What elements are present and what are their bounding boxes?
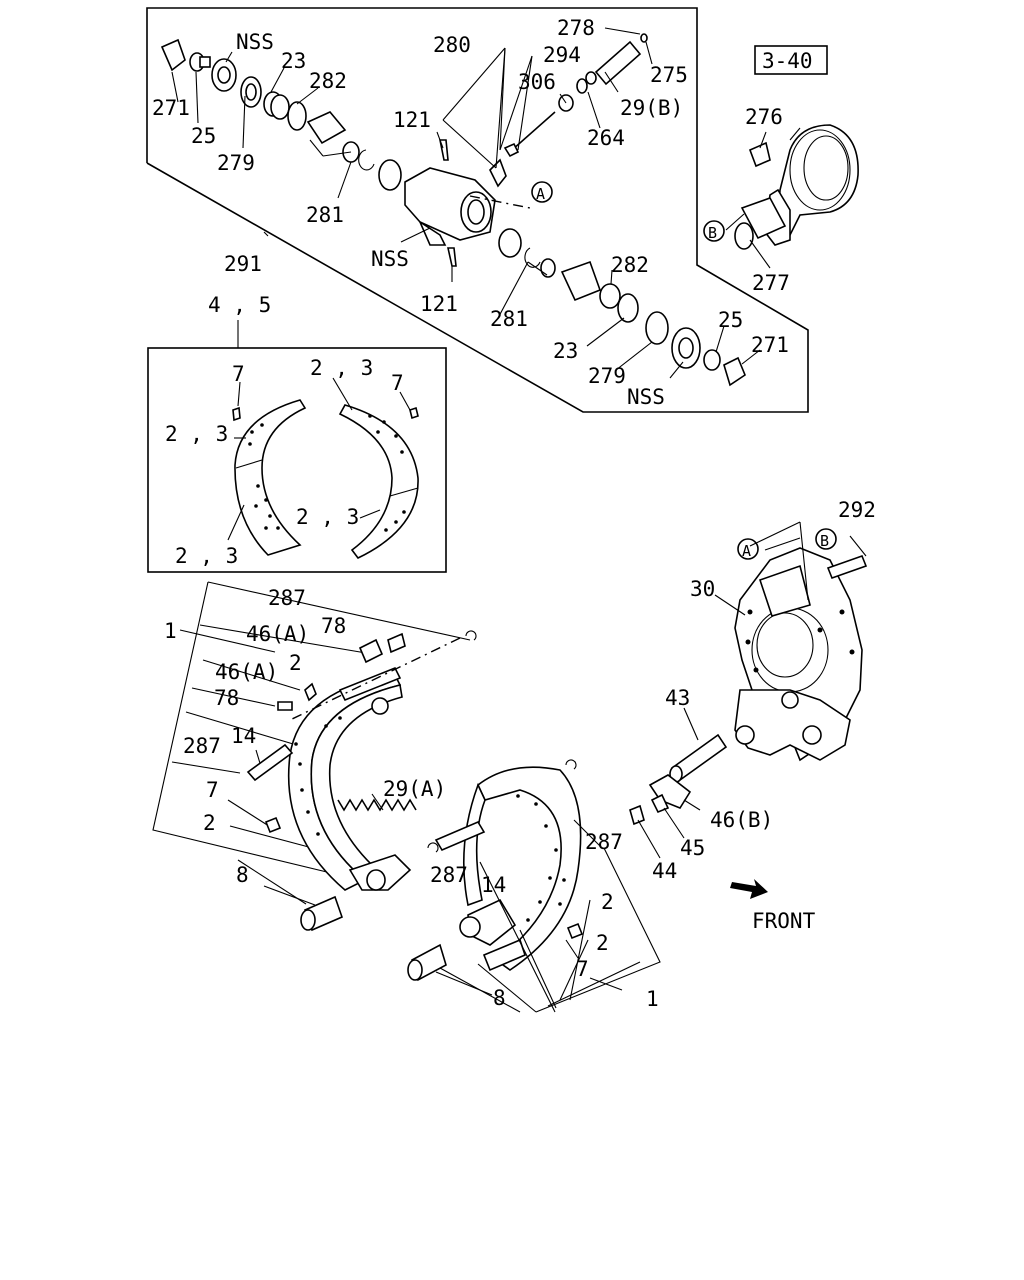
callout-30: 30 (690, 577, 715, 601)
callout-291: 291 (224, 252, 262, 276)
wheel-cylinder-group: A 271 25 NSS 23 282 279 281 NSS 121 121 … (146, 7, 809, 413)
callout-279-b: 279 (588, 364, 626, 388)
leader-lines-top (171, 27, 761, 379)
callout-14-b: 14 (481, 873, 506, 897)
front-direction-indicator: FRONT (730, 879, 816, 933)
ref-marker-a-top: A (531, 181, 553, 203)
callout-14-a: 14 (231, 724, 256, 748)
ref-marker-b-bottom: B (820, 532, 829, 550)
callout-45: 45 (680, 836, 705, 860)
callout-287-a: 287 (268, 586, 306, 610)
callout-279-a: 279 (217, 151, 255, 175)
callout-275: 275 (650, 63, 688, 87)
callout-8-a: 8 (236, 863, 249, 887)
ref-marker-a-bottom: A (742, 542, 751, 560)
callout-292: 292 (838, 498, 876, 522)
callout-nss-c: NSS (627, 385, 665, 409)
callout-nss-a: NSS (236, 30, 274, 54)
callout-271-b: 271 (751, 333, 789, 357)
lining-kit-group: 4 , 5 7 2 , 3 2 , 3 7 2 , 3 2 , 3 (147, 293, 447, 573)
callout-7-b: 7 (576, 957, 589, 981)
callout-7-kit-b: 7 (391, 371, 404, 395)
callout-46a-a: 46(A) (246, 622, 309, 646)
callout-264: 264 (587, 126, 625, 150)
callout-2-c: 2 (601, 890, 614, 914)
callout-287-c: 287 (430, 863, 468, 887)
callout-306: 306 (518, 70, 556, 94)
callout-281-b: 281 (490, 307, 528, 331)
callout-287-b: 287 (183, 734, 221, 758)
brake-chamber-group: 3-40 276 B 277 (703, 45, 859, 295)
callout-7-a: 7 (206, 778, 219, 802)
callout-271-a: 271 (152, 96, 190, 120)
callout-44: 44 (652, 859, 677, 883)
callout-2-d: 2 (596, 931, 609, 955)
callout-46b: 46(B) (710, 808, 773, 832)
callout-121-a: 121 (393, 108, 431, 132)
wheel-cylinder-body (404, 139, 507, 267)
callout-nss-b: NSS (371, 247, 409, 271)
callout-25-b: 25 (718, 308, 743, 332)
callout-23-a: 23 (281, 49, 306, 73)
callout-29a: 29(A) (383, 777, 446, 801)
callout-1-a: 1 (164, 619, 177, 643)
brake-shoe-assembly: 287 1 46(A) 78 2 46(A) 78 287 14 7 2 8 2… (152, 581, 661, 1013)
ref-box-3-40: 3-40 (762, 49, 813, 73)
callout-7-kit-a: 7 (232, 362, 245, 386)
callout-276: 276 (745, 105, 783, 129)
front-label: FRONT (752, 909, 816, 933)
callout-282-b: 282 (611, 253, 649, 277)
callout-2-b: 2 (203, 811, 216, 835)
callout-121-b: 121 (420, 292, 458, 316)
front-arrow-icon (730, 879, 768, 899)
callout-labels-top: 271 25 NSS 23 282 279 281 NSS 121 121 28… (152, 16, 789, 409)
callout-25-a: 25 (191, 124, 216, 148)
callout-4-5: 4 , 5 (208, 293, 271, 317)
callout-277: 277 (752, 271, 790, 295)
callout-8-b: 8 (493, 986, 506, 1010)
callout-282-a: 282 (309, 69, 347, 93)
callout-287-d: 287 (585, 830, 623, 854)
callout-23-b: 23 (553, 339, 578, 363)
callout-278: 278 (557, 16, 595, 40)
callout-78-b: 78 (214, 686, 239, 710)
callout-78-a: 78 (321, 614, 346, 638)
ref-marker-b-top: B (708, 224, 717, 242)
svg-text:A: A (536, 185, 545, 203)
callout-43: 43 (665, 686, 690, 710)
callout-280: 280 (433, 33, 471, 57)
callout-2-3-kit-b: 2 , 3 (310, 356, 373, 380)
wheel-cylinder-right-parts (498, 228, 746, 387)
callout-281-a: 281 (306, 203, 344, 227)
callout-2-3-kit-c: 2 , 3 (296, 505, 359, 529)
callout-46a-b: 46(A) (215, 660, 278, 684)
callout-2-3-kit-d: 2 , 3 (175, 544, 238, 568)
callout-2-3-kit-a: 2 , 3 (165, 422, 228, 446)
callout-1-b: 1 (646, 987, 659, 1011)
callout-294: 294 (543, 43, 581, 67)
callout-29b: 29(B) (620, 96, 683, 120)
callout-2-a: 2 (289, 651, 302, 675)
backing-plate-group: A B 292 30 43 46(B) 45 44 (629, 498, 876, 883)
